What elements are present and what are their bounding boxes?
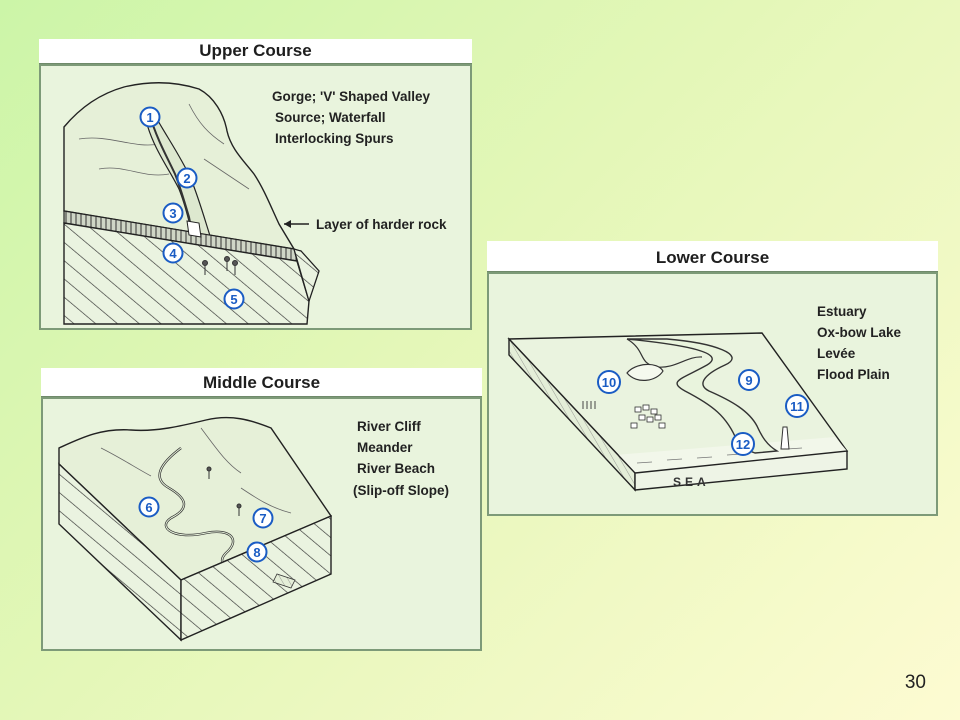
middle-feature-1: River Cliff [357, 419, 421, 434]
upper-course-panel: Upper Course 1 [39, 39, 472, 330]
upper-feature-2: Source; Waterfall [275, 110, 386, 125]
lower-feature-1: Estuary [817, 304, 867, 319]
middle-course-panel: Middle Course 6 7 8 River Clif [41, 368, 482, 651]
upper-course-title: Upper Course [39, 39, 472, 64]
lower-course-panel: Lower Course [487, 241, 938, 516]
lower-feature-4: Flood Plain [817, 367, 890, 382]
middle-feature-2: Meander [357, 440, 413, 455]
lower-feature-2: Ox-bow Lake [817, 325, 902, 340]
lower-feature-3: Levée [817, 346, 856, 361]
page-number: 30 [904, 672, 926, 693]
middle-feature-4: (Slip-off Slope) [353, 483, 449, 498]
middle-course-title: Middle Course [41, 368, 482, 397]
upper-feature-3: Interlocking Spurs [275, 131, 394, 146]
middle-course-illustration [58, 416, 333, 642]
upper-course-illustration [63, 82, 320, 325]
upper-feature-1: Gorge; 'V' Shaped Valley [272, 89, 430, 104]
middle-feature-3: River Beach [357, 461, 436, 476]
lower-course-title: Lower Course [487, 241, 938, 272]
rock-layer-label: Layer of harder rock [316, 217, 447, 232]
